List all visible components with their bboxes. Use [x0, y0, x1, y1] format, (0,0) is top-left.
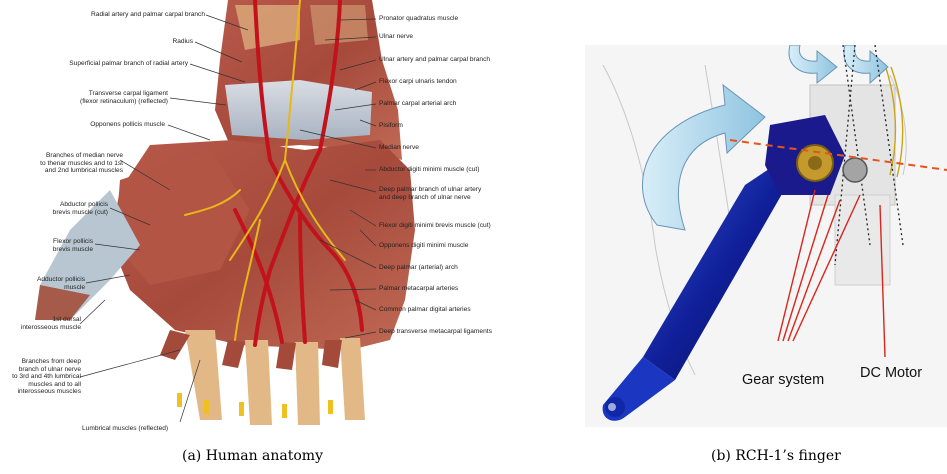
label-median-nerve-branches: Branches of median nerve to thenar muscl… — [5, 152, 123, 175]
caption-a: (a) Human anatomy — [182, 448, 323, 464]
label-deep-palmar-branch: Deep palmar branch of ulnar artery and d… — [379, 186, 559, 201]
label-flexor-digiti-minimi: Flexor digiti minimi brevis muscle (cut) — [379, 222, 559, 230]
label-opponens-pollicis: Opponens pollicis muscle — [5, 121, 165, 129]
label-palmar-carpal-arch: Palmar carpal arterial arch — [379, 100, 559, 108]
label-first-dorsal-interosseous: 1st dorsal interosseous muscle — [5, 316, 81, 331]
label-adductor-pollicis: Adductor pollicis muscle — [5, 276, 85, 291]
anatomy-illustration-panel: Radial artery and palmar carpal branch R… — [0, 0, 560, 440]
label-common-palmar-digital-arteries: Common palmar digital arteries — [379, 306, 559, 314]
label-radial-artery: Radial artery and palmar carpal branch — [5, 11, 205, 19]
label-deep-transverse-metacarpal: Deep transverse metacarpal ligaments — [379, 328, 559, 336]
label-opponens-digiti-minimi: Opponens digiti minimi muscle — [379, 242, 559, 250]
label-deep-palmar-arch: Deep palmar (arterial) arch — [379, 264, 559, 272]
label-ulnar-nerve: Ulnar nerve — [379, 33, 559, 41]
caption-b: (b) RCH-1’s finger — [711, 448, 841, 464]
label-abductor-digiti-minimi: Abductor digiti minimi muscle (cut) — [379, 166, 559, 174]
label-transverse-carpal-ligament: Transverse carpal ligament (flexor retin… — [5, 90, 168, 105]
label-dc-motor: DC Motor — [860, 365, 922, 381]
robotic-finger-photo-panel: Gear system DC Motor — [585, 45, 947, 427]
label-pronator-quadratus: Pronator quadratus muscle — [379, 15, 559, 23]
label-superficial-palmar-branch: Superficial palmar branch of radial arte… — [5, 60, 188, 68]
label-flexor-carpi-ulnaris: Flexor carpi ulnaris tendon — [379, 78, 559, 86]
label-deep-ulnar-branches: Branches from deep branch of ulnar nerve… — [5, 358, 81, 396]
label-radius: Radius — [5, 38, 193, 46]
label-abductor-pollicis: Abductor pollicis brevis muscle (cut) — [5, 201, 108, 216]
label-ulnar-artery: Ulnar artery and palmar carpal branch — [379, 56, 559, 64]
label-palmar-metacarpal-arteries: Palmar metacarpal arteries — [379, 285, 559, 293]
label-lumbrical-muscles: Lumbrical muscles (reflected) — [82, 425, 282, 433]
label-median-nerve: Median nerve — [379, 144, 559, 152]
label-gear-system: Gear system — [742, 372, 824, 388]
label-pisiform: Pisiform — [379, 122, 559, 130]
label-flexor-pollicis: Flexor pollicis brevis muscle — [5, 238, 93, 253]
